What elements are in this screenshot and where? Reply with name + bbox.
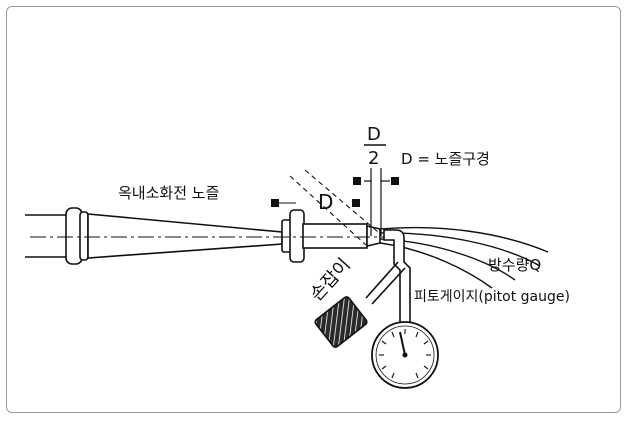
gauge-needle — [399, 331, 406, 356]
d-definition-label: D = 노즐구경 — [401, 150, 490, 168]
hose — [25, 214, 70, 258]
diameter-guide-lines — [289, 169, 379, 246]
diagram-frame — [6, 6, 621, 413]
pitot-tube — [383, 229, 411, 337]
d-dimension-markers — [271, 199, 360, 207]
half-d-numerator: D — [367, 124, 381, 145]
nozzle-label: 옥내소화전 노즐 — [118, 184, 219, 202]
gauge-label: 피토게이지(pitot gauge) — [414, 289, 570, 305]
d-symbol: D — [318, 190, 333, 214]
handle-grip — [314, 296, 368, 348]
gauge-pivot — [402, 352, 408, 358]
nozzle-body — [87, 209, 381, 263]
handle-arm — [365, 261, 406, 305]
half-d-denominator: 2 — [368, 148, 379, 169]
hose-coupling — [65, 207, 89, 265]
half-d-guide — [364, 168, 390, 236]
discharge-label: 방수량Q — [488, 256, 541, 274]
half-d-markers — [353, 177, 399, 185]
